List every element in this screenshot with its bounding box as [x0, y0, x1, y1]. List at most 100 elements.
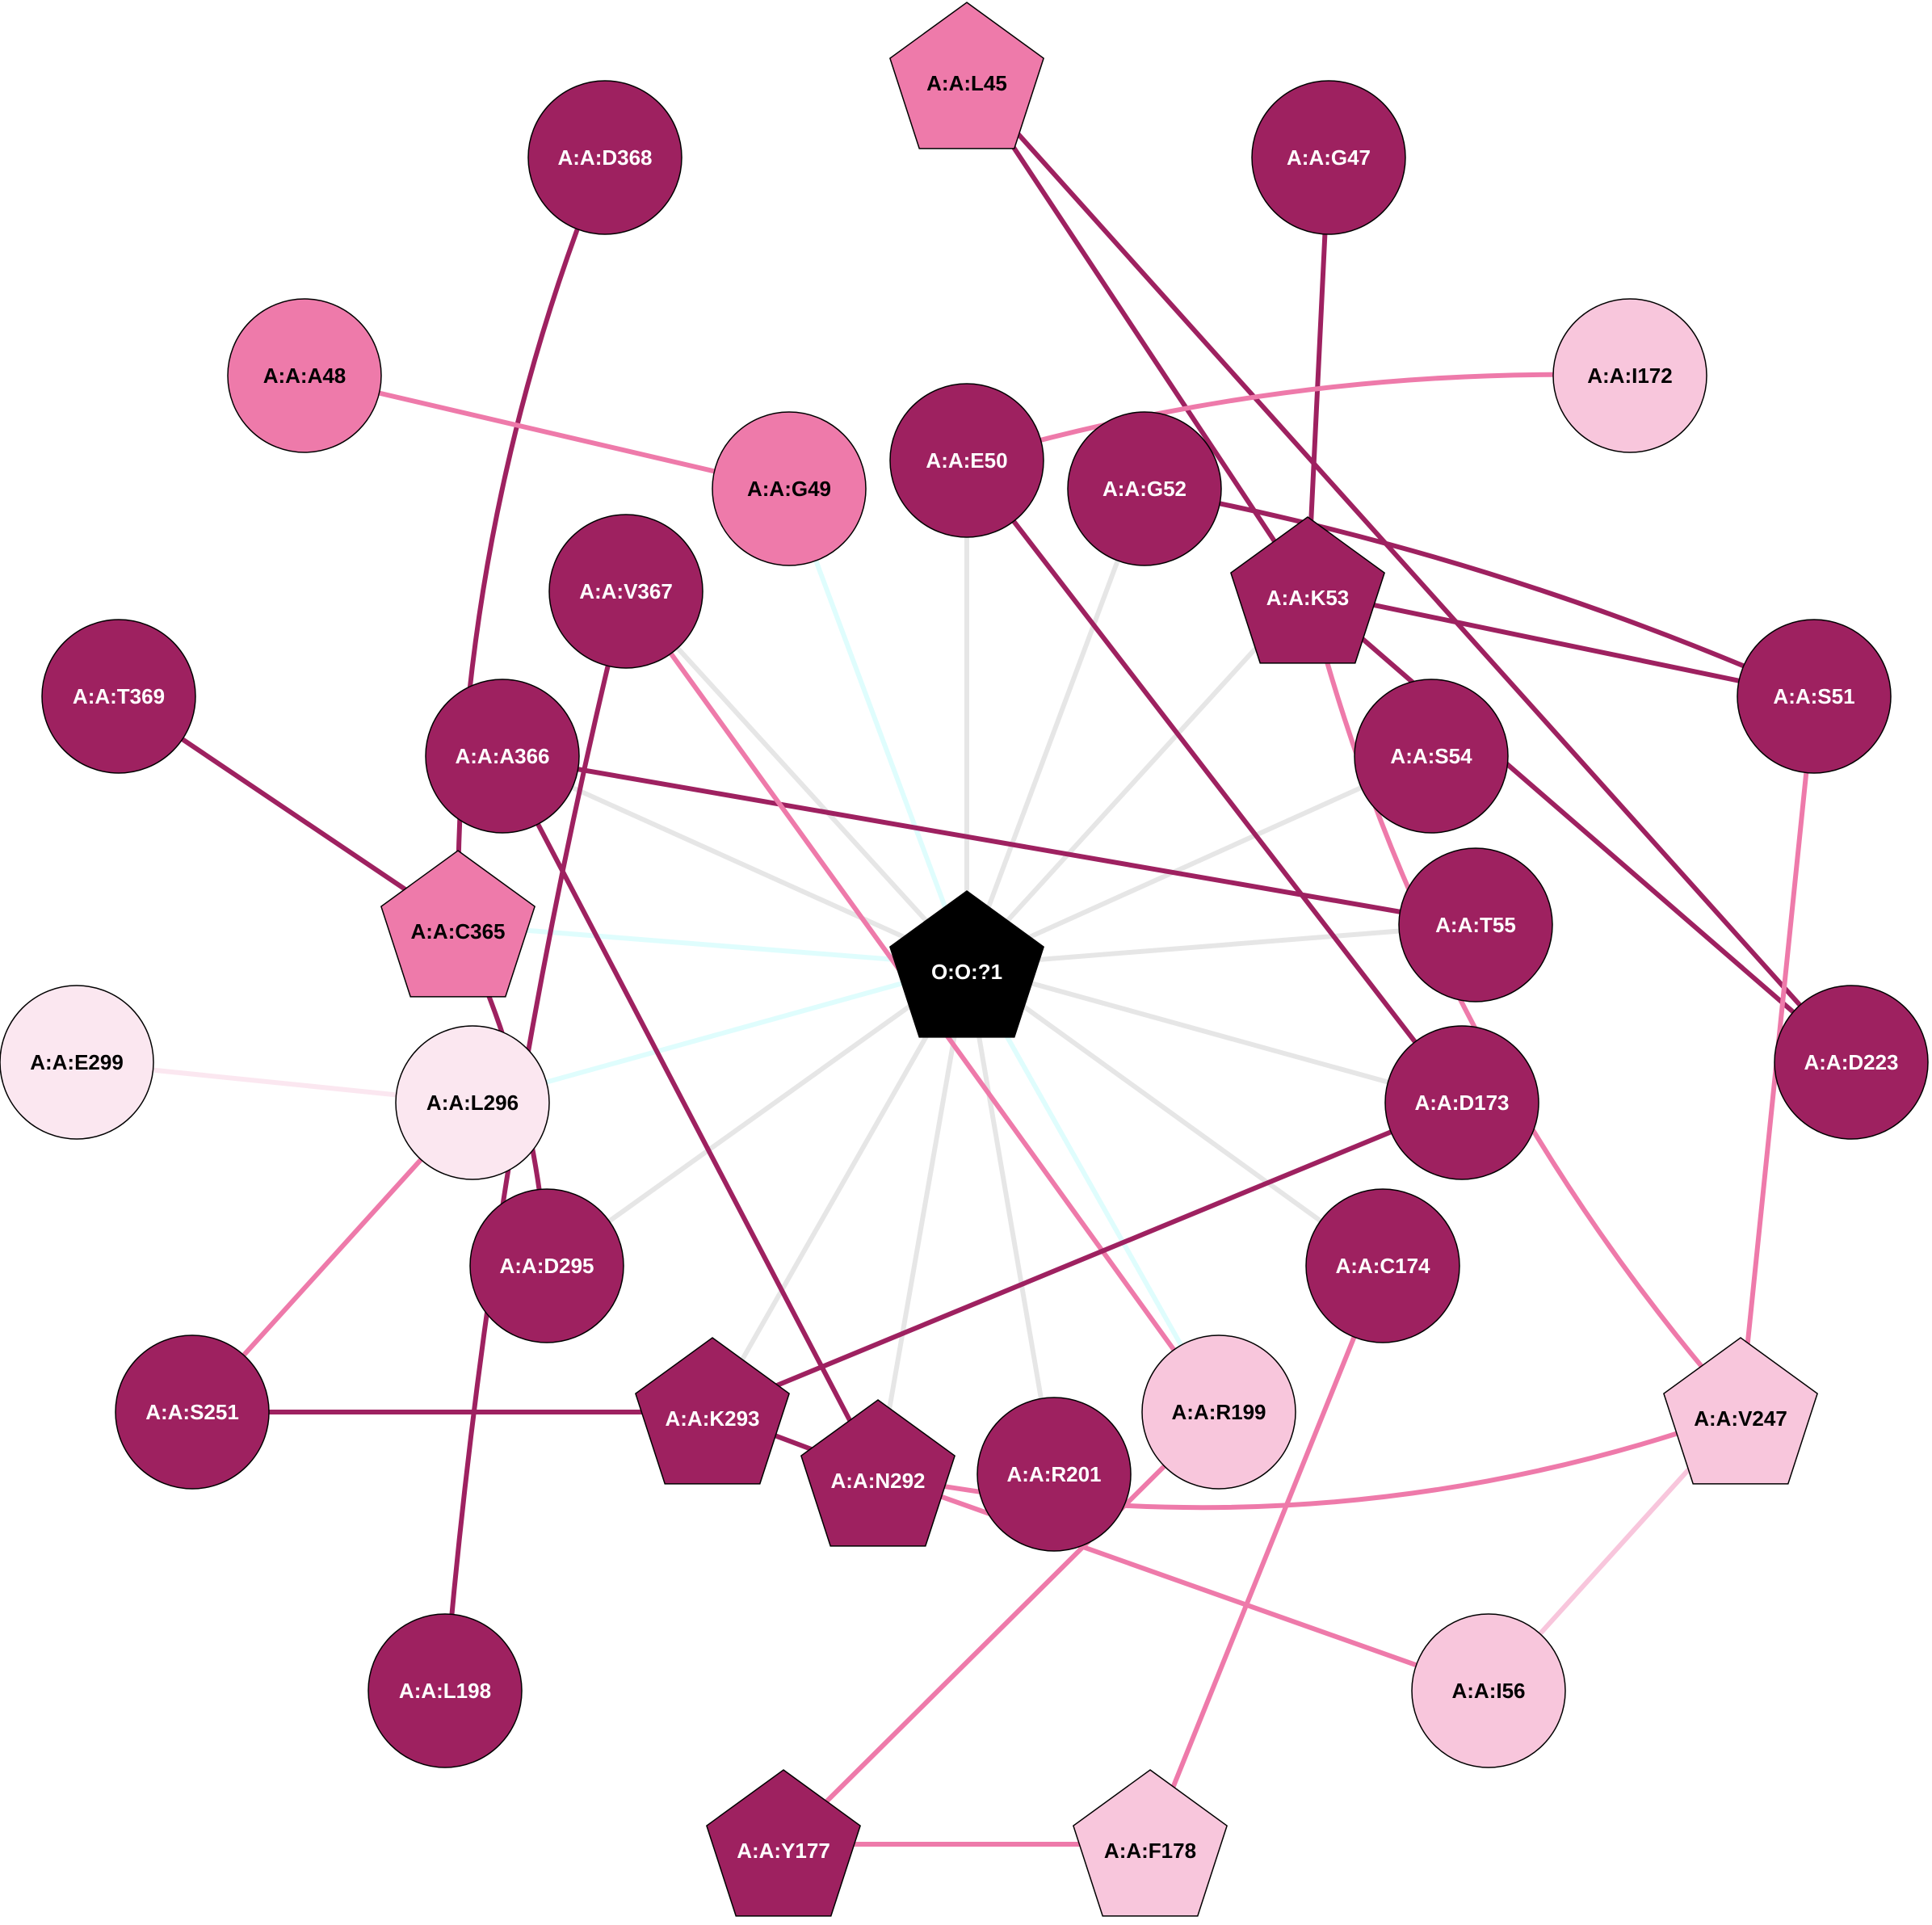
node-a-a-d223[interactable]: A:A:D223 [1774, 985, 1929, 1140]
node-pentagon-shape [380, 850, 536, 998]
node-label: A:A:I172 [1587, 364, 1672, 388]
node-a-a-a48[interactable]: A:A:A48 [227, 298, 382, 453]
node-label: A:A:I56 [1451, 1679, 1525, 1703]
node-label: A:A:T369 [73, 684, 165, 708]
edge-a-a-i172-a-a-e50 [964, 372, 1632, 463]
node-pentagon-shape [889, 2, 1044, 149]
node-a-a-d295[interactable]: A:A:D295 [469, 1188, 624, 1343]
edge-a-a-k53-a-a-s51 [1305, 589, 1816, 699]
node-label: A:A:Y177 [737, 1839, 830, 1863]
node-a-a-n292[interactable]: A:A:N292 [800, 1399, 956, 1547]
node-a-a-l45[interactable]: A:A:L45 [889, 2, 1044, 149]
edge-o-o-1-a-a-l296 [470, 963, 969, 1105]
node-a-a-c174[interactable]: A:A:C174 [1305, 1188, 1460, 1343]
node-pentagon-shape [1073, 1769, 1228, 1917]
edge-a-a-a366-a-a-t55 [500, 754, 1478, 927]
node-label: A:A:G49 [747, 477, 831, 501]
node-circle-shape [1398, 847, 1553, 1002]
edge-o-o-1-a-a-k293 [710, 963, 969, 1414]
node-a-a-y177[interactable]: A:A:Y177 [706, 1769, 861, 1917]
node-a-a-v367[interactable]: A:A:V367 [548, 514, 704, 669]
node-label: A:A:A48 [263, 364, 346, 388]
node-label: A:A:F178 [1104, 1839, 1196, 1863]
node-a-a-v247[interactable]: A:A:V247 [1663, 1337, 1818, 1485]
node-pentagon-shape [800, 1399, 956, 1547]
node-a-a-d368[interactable]: A:A:D368 [527, 80, 682, 235]
edge-a-a-e50-a-a-d173 [964, 458, 1464, 1105]
node-label: A:A:G47 [1287, 145, 1371, 170]
node-a-a-g49[interactable]: A:A:G49 [712, 411, 867, 566]
edge-o-o-1-a-a-t55 [964, 923, 1478, 968]
node-a-a-f178[interactable]: A:A:F178 [1073, 1769, 1228, 1917]
edge-o-o-1-a-a-k53 [964, 589, 1310, 968]
node-a-a-a366[interactable]: A:A:A366 [425, 679, 580, 834]
node-circle-shape [1305, 1188, 1460, 1343]
node-o-o-1[interactable]: O:O:?1 [889, 890, 1044, 1038]
node-label: A:A:C174 [1335, 1254, 1430, 1278]
edge-o-o-1-a-a-r201 [964, 963, 1056, 1477]
node-a-a-r201[interactable]: A:A:R201 [976, 1397, 1132, 1552]
node-a-a-c365[interactable]: A:A:C365 [380, 850, 536, 998]
node-circle-shape [0, 985, 154, 1140]
edge-a-a-d173-a-a-k293 [710, 1100, 1464, 1414]
edge-o-o-1-a-a-d173 [964, 963, 1464, 1105]
node-circle-shape [527, 80, 682, 235]
node-a-a-s51[interactable]: A:A:S51 [1737, 619, 1892, 774]
node-circle-shape [368, 1613, 523, 1768]
node-pentagon-shape [1663, 1337, 1818, 1485]
edge-a-a-n292-a-a-i56 [876, 1472, 1491, 1693]
node-a-a-k53[interactable]: A:A:K53 [1230, 516, 1385, 664]
node-circle-shape [1384, 1025, 1539, 1180]
edges-layer [74, 74, 1854, 1847]
node-label: A:A:C365 [410, 919, 505, 944]
node-a-a-t55[interactable]: A:A:T55 [1398, 847, 1553, 1002]
node-pentagon-shape [706, 1769, 861, 1917]
edge-a-a-g52-a-a-s51 [1142, 486, 1816, 699]
edge-o-o-1-a-a-n292 [876, 963, 969, 1477]
node-label: A:A:K293 [665, 1406, 759, 1431]
node-label: A:A:D223 [1804, 1050, 1898, 1074]
node-label: A:A:S51 [1773, 684, 1854, 708]
node-a-a-k293[interactable]: A:A:K293 [635, 1337, 790, 1485]
node-circle-shape [889, 383, 1044, 538]
edge-o-o-1-a-a-g52 [964, 486, 1147, 968]
node-label: A:A:S251 [145, 1400, 239, 1424]
edge-a-a-k53-a-a-d223 [1305, 589, 1854, 1065]
node-circle-shape [1354, 679, 1509, 834]
node-circle-shape [41, 619, 196, 774]
edge-a-a-c174-a-a-f178 [1148, 1263, 1385, 1847]
node-circle-shape [1251, 80, 1406, 235]
node-circle-shape [395, 1025, 550, 1180]
edge-o-o-1-a-a-c365 [456, 923, 969, 968]
node-a-a-i172[interactable]: A:A:I172 [1552, 298, 1707, 453]
edge-a-a-a48-a-a-g49 [302, 373, 792, 491]
node-label: A:A:L296 [426, 1091, 519, 1115]
node-a-a-r199[interactable]: A:A:R199 [1141, 1334, 1296, 1490]
node-a-a-l198[interactable]: A:A:L198 [368, 1613, 523, 1768]
node-circle-shape [469, 1188, 624, 1343]
edge-o-o-1-a-a-r199 [964, 963, 1221, 1414]
node-circle-shape [1411, 1613, 1566, 1768]
node-circle-shape [712, 411, 867, 566]
node-a-a-l296[interactable]: A:A:L296 [395, 1025, 550, 1180]
node-a-a-e299[interactable]: A:A:E299 [0, 985, 154, 1140]
node-label: A:A:D368 [557, 145, 652, 170]
node-a-a-i56[interactable]: A:A:I56 [1411, 1613, 1566, 1768]
edge-a-a-l45-a-a-d223 [964, 74, 1854, 1065]
node-label: A:A:V247 [1694, 1406, 1787, 1431]
node-circle-shape [1141, 1334, 1296, 1490]
node-a-a-t369[interactable]: A:A:T369 [41, 619, 196, 774]
node-pentagon-shape [635, 1337, 790, 1485]
node-a-a-e50[interactable]: A:A:E50 [889, 383, 1044, 538]
node-a-a-s54[interactable]: A:A:S54 [1354, 679, 1509, 834]
node-label: A:A:D295 [499, 1254, 594, 1278]
node-a-a-s251[interactable]: A:A:S251 [115, 1334, 270, 1490]
node-a-a-g52[interactable]: A:A:G52 [1067, 411, 1222, 566]
edge-o-o-1-a-a-s54 [964, 754, 1434, 968]
node-pentagon-shape [889, 890, 1044, 1038]
node-a-a-g47[interactable]: A:A:G47 [1251, 80, 1406, 235]
node-circle-shape [1067, 411, 1222, 566]
node-a-a-d173[interactable]: A:A:D173 [1384, 1025, 1539, 1180]
